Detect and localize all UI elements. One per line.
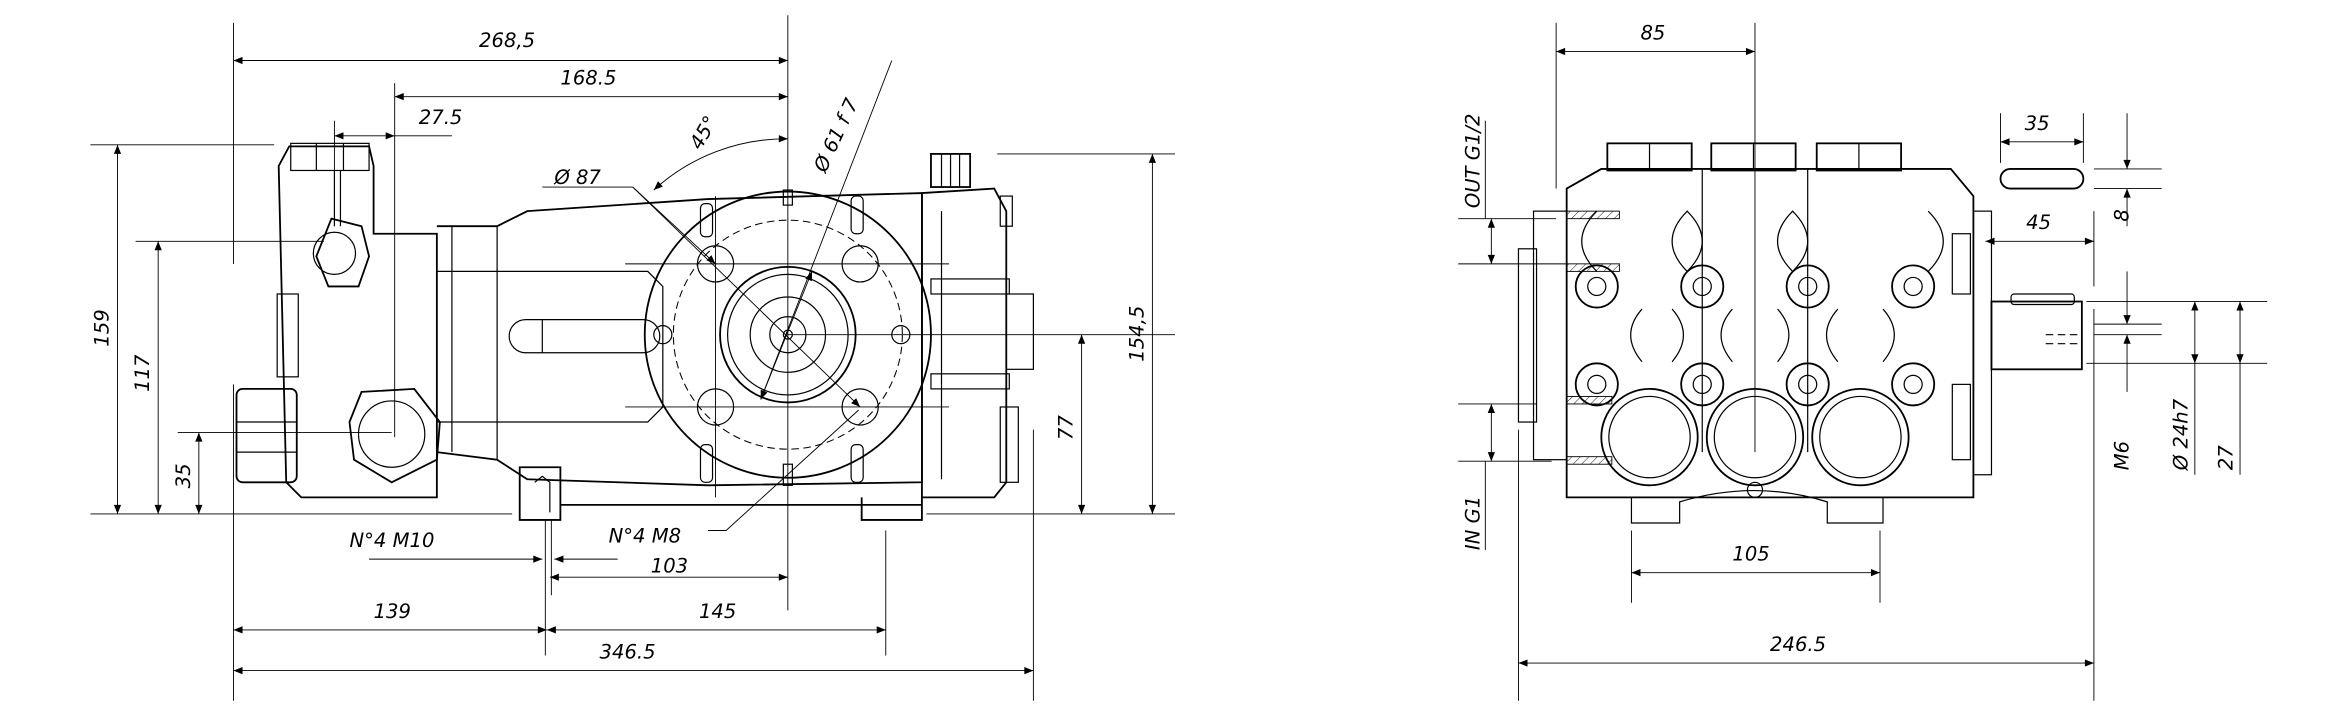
dim-angle-45: 45° [685,112,722,154]
label-thread-m6: M6 [2111,441,2134,470]
side-view: 268,5 168.5 27.5 45° Ø 87 Ø 61 f 7 159 1… [90,15,1175,701]
dim-85: 85 [1640,21,1665,44]
dim-246-5: 246.5 [1770,633,1826,656]
shaft-key [1999,168,2085,190]
dim-159: 159 [90,309,113,346]
dim-105: 105 [1732,543,1769,566]
dim-bolt-circle: Ø 87 [553,166,601,189]
dim-shaft-45: 45 [2026,211,2051,234]
dim-139: 139 [374,600,411,623]
label-m10-bolts: N°4 M10 [349,529,434,552]
dim-346-5: 346.5 [600,641,656,664]
front-view-pump-body [1517,142,2085,524]
valve-cover-bolts [1574,264,1936,407]
dim-shaft-diameter: Ø 24h7 [2169,398,2192,471]
label-m8-bolts: N°4 M8 [609,525,681,548]
dim-shaft-pilot: Ø 61 f 7 [809,94,864,176]
dim-27: 27 [2215,445,2238,470]
dim-268-5: 268,5 [479,29,535,52]
dim-77: 77 [1055,415,1078,440]
side-view-pump-body [235,142,1034,521]
dim-168-5: 168.5 [560,67,616,90]
dim-key-35: 35 [2025,112,2050,135]
dim-154-5: 154,5 [1125,306,1148,362]
dim-103: 103 [651,555,688,578]
dim-27-5: 27.5 [419,106,463,129]
label-outlet-port: OUT G1/2 [1461,114,1484,209]
dim-key-8: 8 [2111,209,2134,221]
dim-35: 35 [172,463,195,488]
front-view: 85 OUT G1/2 IN G1 35 8 45 M6 Ø 24h7 27 1… [1458,21,2268,701]
dim-117: 117 [131,354,154,392]
dim-145: 145 [699,600,736,623]
label-inlet-port: IN G1 [1461,496,1484,550]
